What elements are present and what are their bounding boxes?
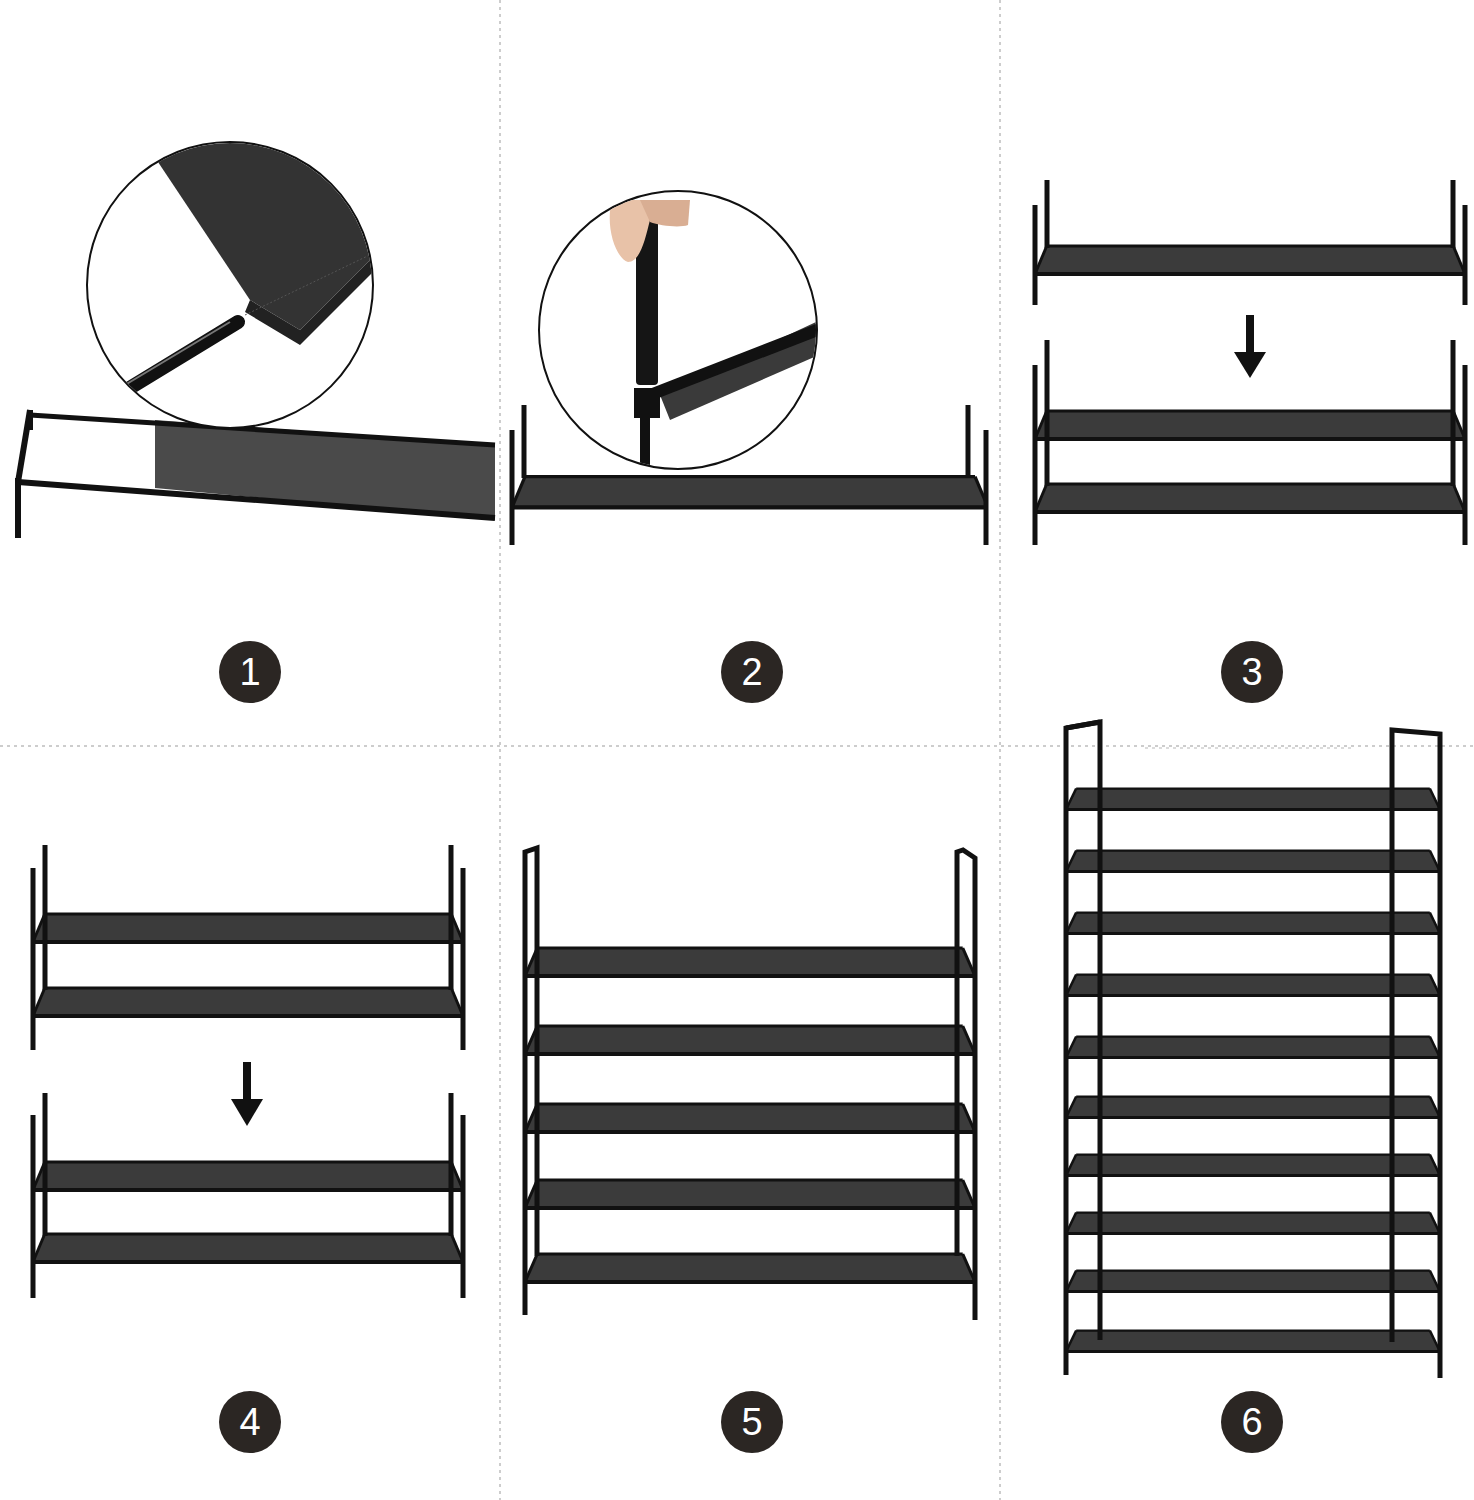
step-number: 2	[741, 653, 762, 691]
step-number-circle: 2	[721, 641, 783, 703]
step-number-circle: 3	[1221, 641, 1283, 703]
step-number-circle: 1	[219, 641, 281, 703]
step-number: 6	[1241, 1403, 1262, 1441]
shelf-tier	[1035, 180, 1465, 305]
two-tier-rack	[33, 1093, 463, 1298]
detail-zoom	[539, 191, 830, 480]
detail-zoom	[87, 120, 380, 428]
step-number: 1	[239, 653, 260, 691]
step-number-circle: 5	[721, 1391, 783, 1453]
step-number: 4	[239, 1403, 260, 1441]
frame-piece	[18, 410, 495, 538]
step-number-circle: 4	[219, 1391, 281, 1453]
down-arrow	[1234, 315, 1266, 378]
two-tier-rack	[33, 845, 463, 1050]
five-tier-rack	[525, 848, 975, 1320]
ten-tier-rack	[1066, 722, 1440, 1378]
step-number-circle: 6	[1221, 1391, 1283, 1453]
two-tier-rack	[1035, 340, 1465, 545]
step-number: 5	[741, 1403, 762, 1441]
down-arrow	[231, 1062, 263, 1126]
step-number: 3	[1241, 653, 1262, 691]
